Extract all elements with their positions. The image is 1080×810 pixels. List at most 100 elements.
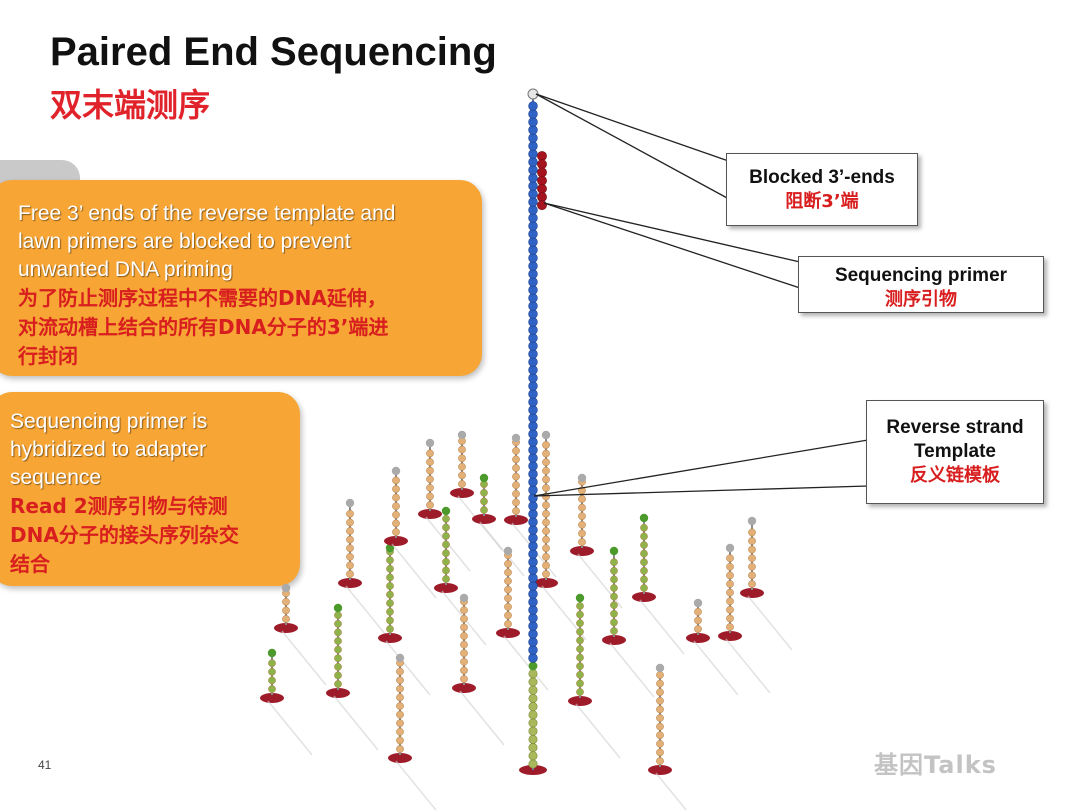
base-bead	[576, 619, 584, 628]
template-bead	[528, 525, 538, 535]
base-bead	[426, 449, 434, 458]
base-bead	[480, 506, 488, 514]
base-bead	[396, 727, 404, 736]
strand-shadow	[575, 703, 621, 759]
base-bead	[504, 577, 512, 585]
template-bead	[528, 573, 538, 583]
base-bead	[578, 538, 586, 546]
strand-cap	[725, 543, 735, 553]
base-bead	[656, 714, 664, 722]
base-bead	[396, 702, 404, 710]
strand-shadow	[281, 630, 327, 686]
base-bead	[268, 676, 276, 685]
base-bead	[542, 552, 550, 561]
template-bead	[528, 533, 538, 543]
base-bead	[542, 441, 550, 449]
base-bead	[640, 532, 648, 541]
base-bead	[386, 607, 394, 616]
strand-cap	[391, 466, 401, 476]
base-bead	[610, 584, 618, 592]
anchor-pad	[632, 592, 656, 602]
strand-shadow	[267, 700, 313, 756]
template-bead	[528, 613, 538, 623]
base-bead	[392, 493, 400, 502]
base-bead	[504, 559, 512, 568]
base-bead	[576, 662, 584, 671]
base-bead	[694, 625, 702, 633]
base-bead	[392, 476, 400, 485]
strand-cap	[333, 603, 343, 613]
strand-cap	[395, 653, 405, 663]
base-bead	[610, 609, 618, 618]
base-bead	[640, 566, 648, 575]
anchor-pad	[534, 578, 558, 588]
template-bead	[528, 197, 538, 207]
strand-shadow	[747, 595, 793, 651]
adapter-bead	[528, 718, 538, 728]
label-blocked-ends-chinese: 阻断3’端	[785, 191, 859, 212]
base-bead	[640, 549, 648, 558]
base-bead	[576, 645, 584, 653]
callout-hybridization-english: Sequencing primer is hybridized to adapt…	[10, 410, 208, 489]
template-bead	[528, 277, 538, 287]
base-bead	[442, 549, 450, 558]
template-bead	[528, 493, 538, 503]
base-bead	[512, 507, 520, 515]
template-bead	[528, 581, 538, 591]
watermark-logo: 基因Talks	[874, 751, 997, 779]
template-bead	[528, 645, 538, 655]
strand-cap	[541, 430, 551, 440]
template-bead	[528, 109, 538, 119]
base-bead	[610, 575, 618, 584]
base-bead	[726, 562, 734, 571]
label-pointer-lines	[533, 93, 869, 497]
base-bead	[442, 514, 450, 523]
template-bead	[528, 173, 538, 183]
anchor-pad	[472, 514, 496, 524]
strand-cap	[479, 473, 489, 483]
base-bead	[610, 618, 618, 627]
adapter-bead	[528, 702, 538, 712]
base-bead	[504, 585, 512, 594]
base-bead	[346, 544, 354, 553]
base-bead	[542, 527, 550, 535]
primer-bead	[537, 159, 547, 170]
base-bead	[386, 616, 394, 625]
base-bead	[396, 667, 404, 676]
pointer-primer-upper	[543, 202, 801, 263]
template-bead	[528, 477, 538, 487]
template-bead	[528, 157, 538, 167]
base-bead	[426, 501, 434, 509]
base-bead	[542, 509, 550, 518]
base-bead	[610, 566, 618, 575]
strand-shadow	[385, 640, 431, 696]
base-bead	[386, 573, 394, 582]
adapter-bead	[528, 710, 538, 720]
label-sequencing-primer-english: Sequencing primer	[834, 265, 1008, 286]
base-bead	[426, 458, 434, 466]
base-bead	[542, 501, 550, 510]
base-bead	[512, 455, 520, 464]
base-bead	[346, 527, 354, 535]
adapter-bead	[528, 726, 538, 736]
anchor-pad	[686, 633, 710, 643]
template-bead	[528, 189, 538, 199]
template-bead	[528, 565, 538, 575]
base-bead	[396, 693, 404, 702]
label-sequencing-primer: Sequencing primer 测序引物	[798, 256, 1044, 313]
template-bead	[528, 301, 538, 311]
adapter-bead	[528, 685, 538, 695]
base-bead	[542, 458, 550, 467]
base-bead	[396, 719, 404, 728]
base-bead	[656, 679, 664, 688]
strand-cap	[609, 546, 619, 556]
strand-cap	[511, 433, 521, 443]
base-bead	[542, 484, 550, 492]
base-bead	[460, 623, 468, 632]
anchor-pad	[260, 693, 284, 703]
pointer-primer-lower	[543, 202, 801, 289]
base-bead	[334, 637, 342, 645]
strand-shadow	[609, 642, 655, 698]
base-bead	[512, 481, 520, 490]
base-bead	[442, 557, 450, 566]
